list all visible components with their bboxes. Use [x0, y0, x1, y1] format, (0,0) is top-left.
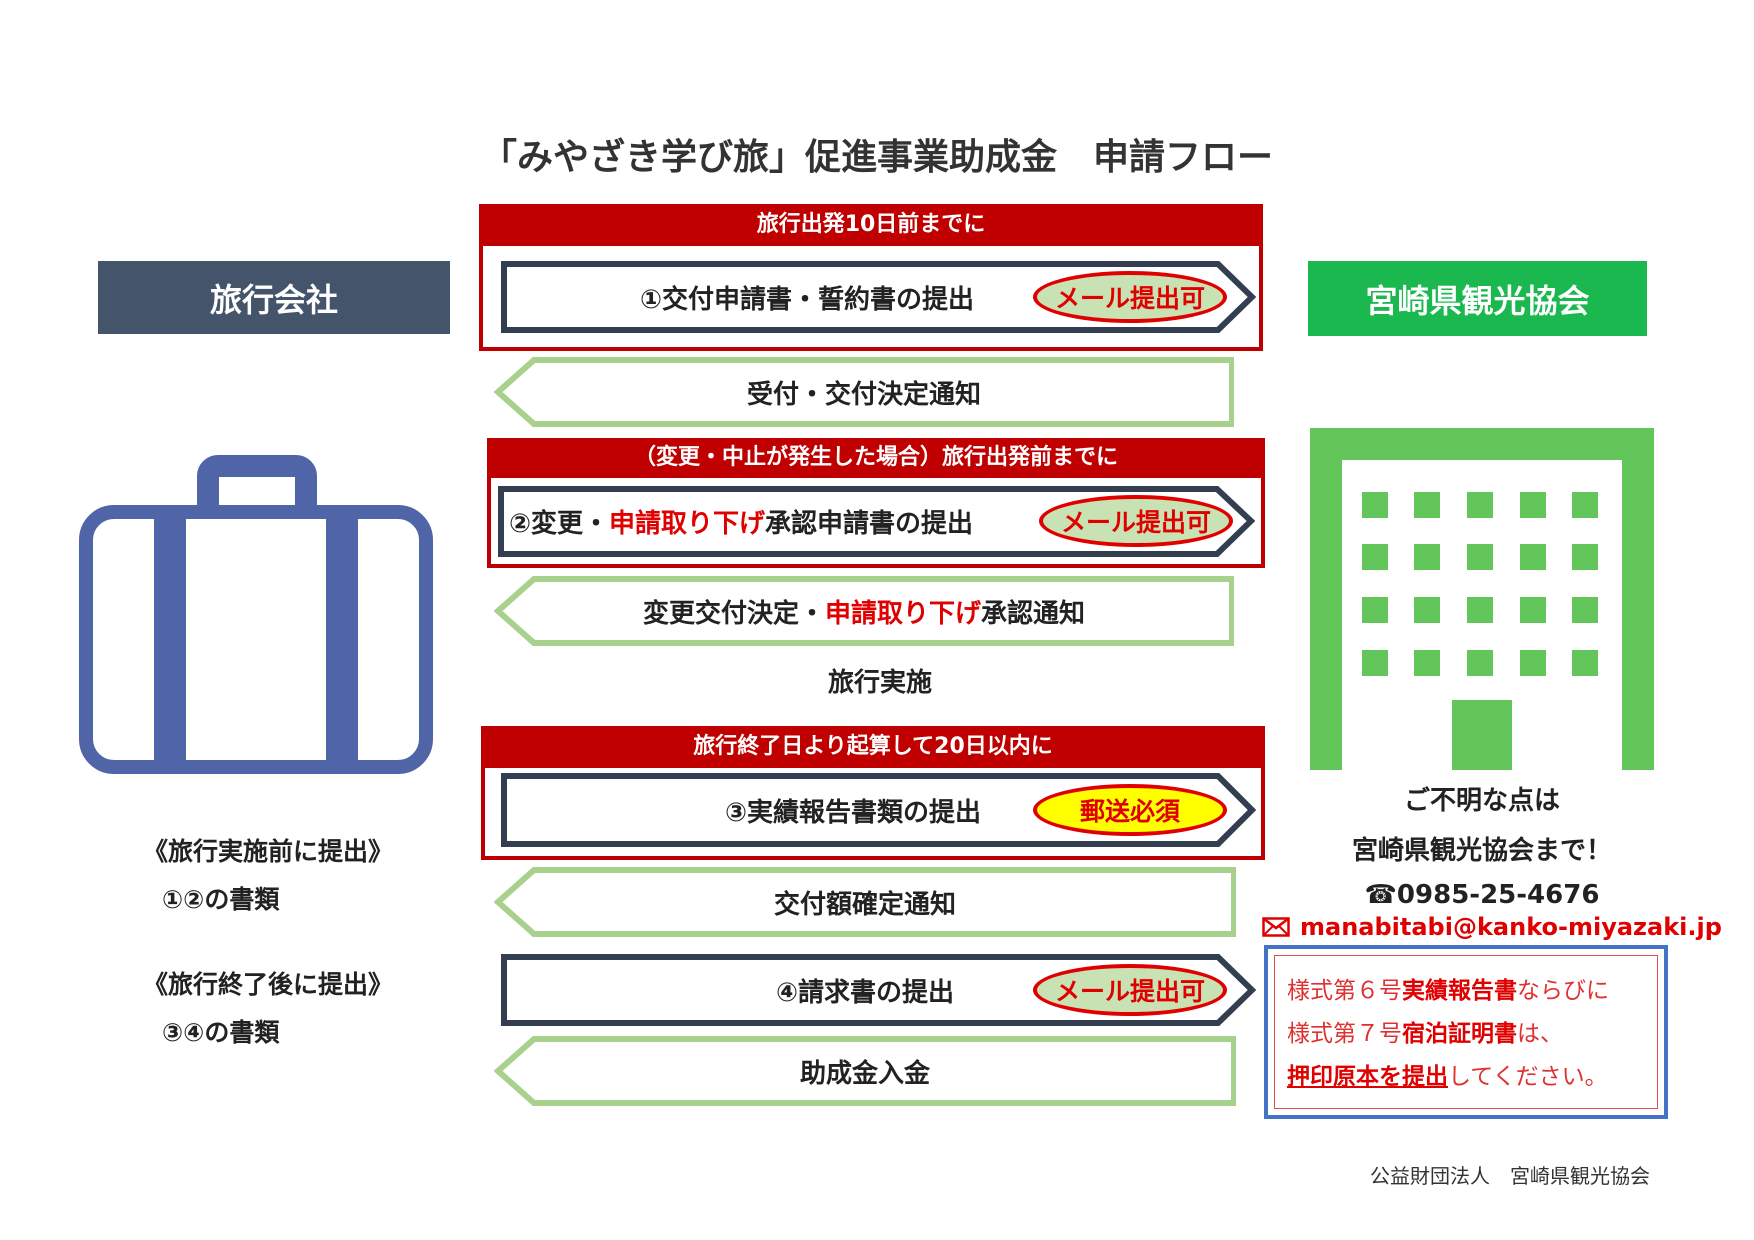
- before-travel-docs: ①②の書類: [162, 885, 280, 914]
- arrow-return1: 受付・交付決定通知: [494, 356, 1234, 428]
- tourism-association-label: 宮崎県観光協会: [1308, 261, 1647, 336]
- envelope-icon: [1262, 917, 1290, 937]
- badge-mail-ok-2: メール提出可: [1039, 495, 1233, 547]
- travel-agency-label: 旅行会社: [98, 261, 450, 334]
- arrow-return3: 交付額確定通知: [494, 866, 1236, 938]
- arrow-return4: 助成金入金: [494, 1035, 1236, 1107]
- notice-line3: 押印原本を提出してください。: [1287, 1056, 1657, 1099]
- after-travel-title: 《旅行終了後に提出》: [143, 970, 394, 999]
- notice-l3-a: 押印原本を提出: [1287, 1064, 1448, 1090]
- contact-email-row: manabitabi@kanko-miyazaki.jp: [1262, 912, 1722, 942]
- contact-line1: ご不明な点は: [1403, 786, 1560, 816]
- notice-l2-a: 様式第７号: [1287, 1021, 1402, 1047]
- notice-l1-c: ならびに: [1517, 978, 1609, 1004]
- arrow-step3-label: ③実績報告書類の提出: [725, 797, 982, 828]
- notice-l1-a: 様式第６号: [1287, 978, 1402, 1004]
- arrow-return2-label: 変更交付決定・申請取り下げ承認通知: [494, 575, 1234, 647]
- badge-post-required: 郵送必須: [1033, 784, 1227, 836]
- contact-email[interactable]: manabitabi@kanko-miyazaki.jp: [1300, 913, 1722, 941]
- notice-line2: 様式第７号宿泊証明書は、: [1287, 1013, 1657, 1056]
- travel-implementation-label: 旅行実施: [827, 668, 932, 698]
- arrow-return2-label-red: 申請取り下げ: [824, 598, 981, 629]
- arrow-step2: ②変更・申請取り下げ承認申請書の提出 メール提出可: [497, 485, 1255, 558]
- arrow-return2-label-pre: 変更交付決定・: [642, 598, 825, 629]
- notice-l2-b: 宿泊証明書: [1402, 1021, 1517, 1047]
- suitcase-icon: [79, 455, 433, 774]
- arrow-step4: ④請求書の提出 メール提出可: [500, 953, 1256, 1027]
- arrow-step2-label-post: 承認申請書の提出: [765, 509, 974, 539]
- arrow-step2-label-red: 申請取り下げ: [609, 509, 766, 539]
- arrow-step3: ③実績報告書類の提出 郵送必須: [500, 772, 1256, 848]
- contact-line2: 宮崎県観光協会まで！: [1351, 836, 1612, 866]
- contact-phone: ☎0985-25-4676: [1364, 880, 1600, 910]
- arrow-step4-label: ④請求書の提出: [776, 977, 955, 1008]
- notice-line1: 様式第６号実績報告書ならびに: [1287, 970, 1657, 1013]
- after-travel-docs: ③④の書類: [162, 1018, 280, 1047]
- section1-header: 旅行出発10日前までに: [479, 204, 1263, 246]
- badge-mail-ok-1: メール提出可: [1033, 271, 1227, 323]
- arrow-return2: 変更交付決定・申請取り下げ承認通知: [494, 575, 1234, 647]
- arrow-return3-label: 交付額確定通知: [773, 889, 956, 920]
- building-icon: [1310, 428, 1654, 770]
- arrow-return4-label: 助成金入金: [799, 1058, 930, 1089]
- arrow-return1-label: 受付・交付決定通知: [746, 379, 981, 410]
- arrow-step1: ①交付申請書・誓約書の提出 メール提出可: [500, 260, 1256, 334]
- notice-box: 様式第６号実績報告書ならびに 様式第７号宿泊証明書は、 押印原本を提出してくださ…: [1264, 945, 1668, 1119]
- arrow-step2-label-pre: ②変更・: [509, 509, 610, 539]
- arrow-step1-label: ①交付申請書・誓約書の提出: [640, 284, 975, 315]
- section3-header: 旅行終了日より起算して20日以内に: [481, 726, 1265, 768]
- arrow-return2-label-post: 承認通知: [981, 598, 1086, 629]
- notice-l3-b: してください。: [1448, 1064, 1608, 1090]
- notice-l2-c: は、: [1517, 1021, 1563, 1047]
- notice-inner: 様式第６号実績報告書ならびに 様式第７号宿泊証明書は、 押印原本を提出してくださ…: [1274, 955, 1658, 1109]
- notice-l1-b: 実績報告書: [1402, 978, 1517, 1004]
- footer-organization: 公益財団法人 宮崎県観光協会: [1370, 1164, 1650, 1188]
- page-title: 「みやざき学び旅」促進事業助成金 申請フロー: [480, 137, 1273, 178]
- section2-header: （変更・中止が発生した場合）旅行出発前までに: [487, 438, 1265, 478]
- badge-mail-ok-4: メール提出可: [1033, 964, 1227, 1016]
- arrow-step2-label: ②変更・申請取り下げ承認申請書の提出: [509, 485, 1039, 558]
- before-travel-title: 《旅行実施前に提出》: [143, 837, 394, 866]
